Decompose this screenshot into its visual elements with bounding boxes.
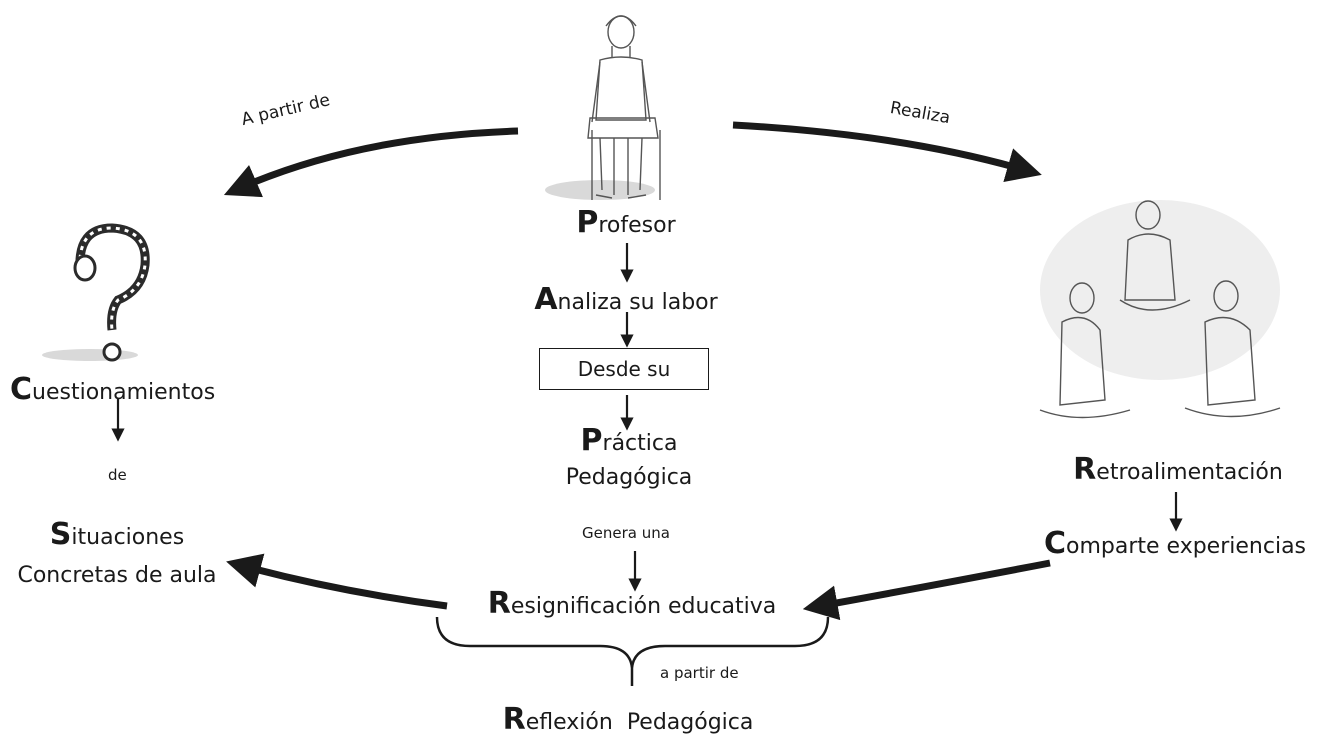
node-resignificacion: Resignificación educativa (488, 586, 777, 621)
node-situaciones-initial: S (49, 517, 72, 552)
node-cuestionamientos-initial: C (10, 372, 33, 407)
node-practica-text: ráctica (602, 431, 678, 456)
node-cuestionamientos: Cuestionamientos (10, 372, 215, 407)
node-resignificacion-initial: R (487, 586, 511, 621)
node-reflexion: Reflexión Pedagógica (503, 702, 754, 737)
node-situaciones-line1: Situaciones (17, 516, 216, 557)
node-analiza-text: naliza su labor (557, 290, 718, 315)
node-analiza: Analiza su labor (534, 282, 717, 317)
node-resignificacion-text: esignificación educativa (510, 594, 777, 619)
node-situaciones: Situaciones Concretas de aula (17, 516, 216, 595)
node-de: de (108, 466, 127, 484)
node-comparte-text: omparte experiencias (1066, 534, 1307, 559)
node-practica-line2: Pedagógica (565, 465, 693, 490)
node-profesor: Profesor (576, 205, 675, 240)
question-illustration (42, 223, 150, 362)
arrow-comparte-to-resignificacion (802, 559, 1051, 621)
teacher-illustration (545, 15, 661, 200)
arrow-profesor-to-retroalimentacion (732, 121, 1042, 182)
node-desde-box: Desde su (539, 348, 709, 390)
node-reflexion-initial: R (502, 702, 526, 737)
node-comparte-initial: C (1043, 526, 1067, 561)
node-profesor-text: rofesor (598, 213, 676, 238)
group-illustration (1039, 200, 1281, 419)
node-profesor-initial: P (576, 205, 599, 240)
node-reflexion-text: eflexión Pedagógica (525, 710, 754, 735)
node-a-partir-de: a partir de (660, 664, 739, 682)
node-cuestionamientos-text: uestionamientos (32, 380, 216, 405)
node-retroalimentacion: Retroalimentación (1073, 452, 1283, 487)
node-practica: Práctica Pedagógica (566, 424, 693, 495)
node-analiza-initial: A (534, 282, 558, 317)
node-situaciones-text: ituaciones (71, 525, 185, 550)
curly-brace (435, 616, 830, 686)
node-retroalimentacion-text: etroalimentación (1096, 460, 1283, 485)
node-situaciones-line2: Concretas de aula (17, 563, 217, 588)
arrow-resignificacion-to-situaciones (226, 553, 448, 610)
arrow-profesor-to-cuestionamientos (223, 127, 519, 198)
node-retroalimentacion-initial: R (1073, 452, 1097, 487)
node-genera: Genera una (582, 524, 670, 542)
node-practica-line1: Práctica (566, 424, 693, 461)
node-comparte: Comparte experiencias (1044, 526, 1306, 561)
node-practica-initial: P (580, 423, 603, 458)
